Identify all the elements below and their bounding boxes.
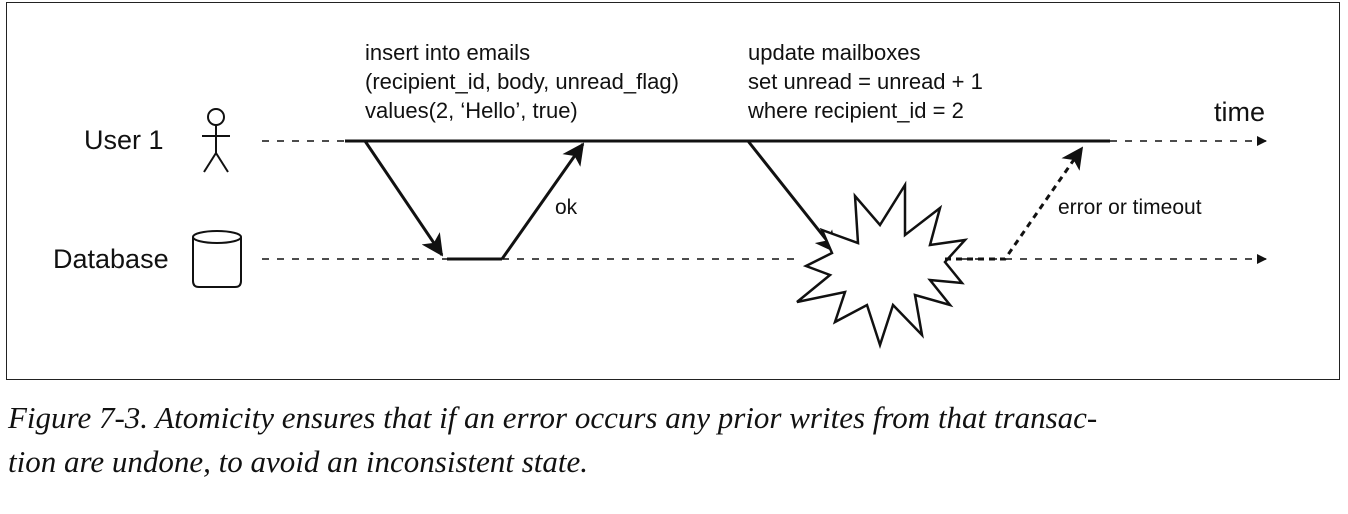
query2-text: update mailboxes set unread = unread + 1… bbox=[747, 40, 983, 123]
figure-caption: Figure 7-3. Atomicity ensures that if an… bbox=[8, 396, 1340, 484]
query2-line3: where recipient_id = 2 bbox=[747, 98, 964, 123]
request2-arrow bbox=[746, 140, 838, 254]
query1-line1: insert into emails bbox=[365, 40, 530, 65]
query1-text: insert into emails (recipient_id, body, … bbox=[365, 40, 679, 123]
user-label: User 1 bbox=[84, 125, 164, 155]
failure-burst-icon bbox=[796, 180, 969, 350]
query2-line1: update mailboxes bbox=[748, 40, 920, 65]
database-icon bbox=[192, 230, 242, 288]
error-label: error or timeout bbox=[1058, 196, 1202, 219]
diagram-frame bbox=[6, 2, 1340, 380]
user-icon bbox=[202, 108, 230, 173]
caption-line2: tion are undone, to avoid an inconsisten… bbox=[8, 444, 589, 479]
ok-label: ok bbox=[555, 196, 578, 219]
query2-line2: set unread = unread + 1 bbox=[748, 69, 983, 94]
error-arrow bbox=[945, 146, 1084, 261]
request1-arrow bbox=[363, 140, 444, 257]
ok-arrow bbox=[500, 142, 585, 260]
time-label: time bbox=[1214, 97, 1265, 127]
database-label: Database bbox=[53, 244, 169, 274]
query1-line2: (recipient_id, body, unread_flag) bbox=[365, 69, 679, 94]
query1-line3: values(2, ‘Hello’, true) bbox=[365, 98, 578, 123]
caption-line1: Figure 7-3. Atomicity ensures that if an… bbox=[8, 400, 1098, 435]
